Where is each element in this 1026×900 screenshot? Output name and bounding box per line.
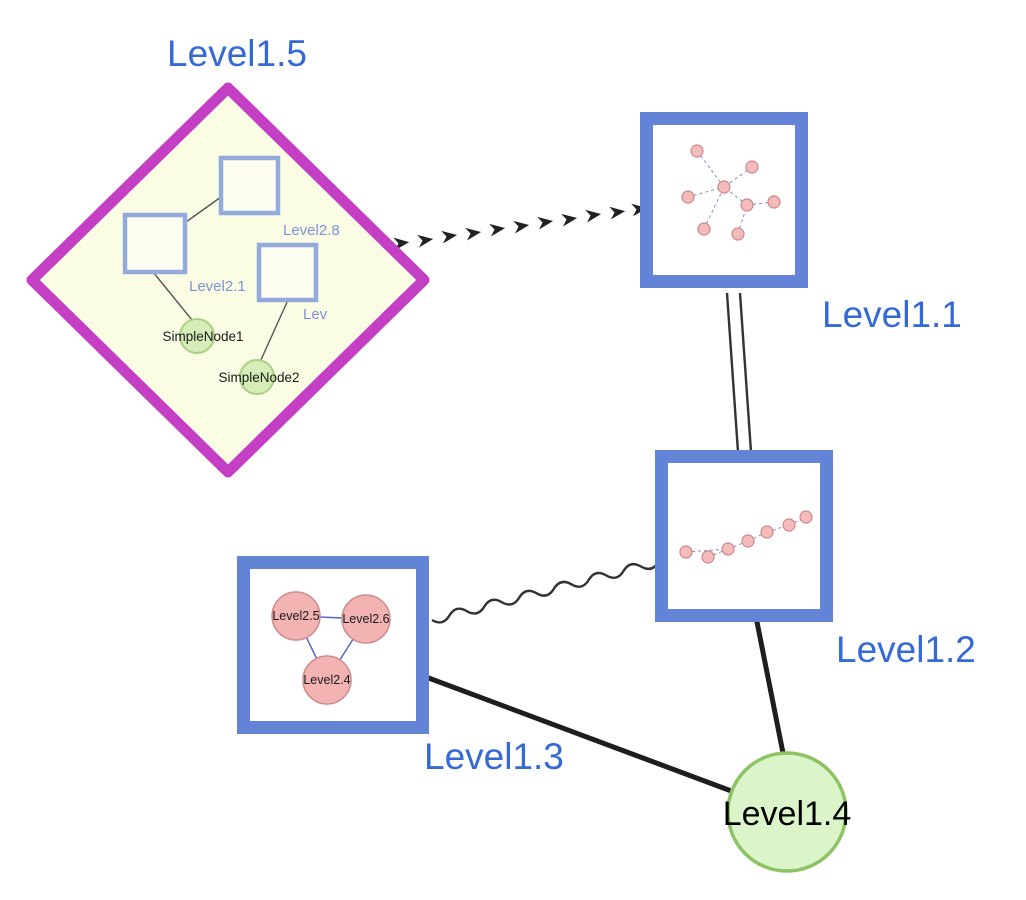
node-level1-4[interactable] (726, 751, 848, 873)
node-level1-2[interactable] (655, 450, 833, 622)
mini-node (767, 195, 781, 209)
node-level2-1[interactable] (122, 212, 188, 275)
mini-node (701, 550, 715, 564)
edge-level11-level12[interactable] (725, 292, 753, 453)
edge-level13-level14[interactable] (423, 674, 737, 795)
diamond-shape[interactable] (26, 82, 430, 478)
node-level1-5-label: Level1.5 (167, 33, 307, 74)
level1-1-mini-nodes[interactable] (681, 144, 781, 241)
mini-node (731, 227, 745, 241)
node-level1-4-label: Level1.4 (723, 795, 852, 833)
mini-node (745, 160, 759, 174)
mini-node (760, 525, 774, 539)
node-simplenode1[interactable] (179, 318, 215, 354)
node-level1-2-label: Level1.2 (836, 629, 976, 670)
node-level2-5[interactable] (271, 591, 321, 641)
node-lev-label: Lev (303, 306, 328, 323)
node-level1-3-label: Level1.3 (424, 736, 564, 777)
node-simplenode2-label: SimpleNode2 (218, 370, 299, 385)
mini-node (717, 180, 731, 194)
edge-level13-level12[interactable] (431, 561, 660, 624)
mini-node (740, 198, 754, 212)
node-level2-1-label: Level2.1 (189, 278, 246, 295)
node-level2-4-label: Level2.4 (303, 673, 350, 687)
node-simplenode1-label: SimpleNode1 (162, 329, 243, 344)
node-level1-1[interactable] (640, 112, 808, 288)
node-level2-6[interactable] (341, 594, 391, 644)
mini-node (782, 518, 796, 532)
node-level1-1-label: Level1.1 (822, 294, 962, 335)
mini-node (721, 542, 735, 556)
node-level2-5-label: Level2.5 (272, 609, 319, 623)
node-level1-5[interactable]: Level2.8 Level2.1 Lev SimpleNode1 Simple… (26, 82, 430, 478)
edge-level12-level14[interactable] (754, 619, 786, 756)
mini-node (690, 144, 704, 158)
node-level2-8[interactable] (218, 155, 281, 216)
mini-node (741, 534, 755, 548)
node-level2-6-label: Level2.6 (342, 612, 389, 626)
level1-5-inner-edges (152, 196, 289, 363)
mini-node (679, 545, 693, 559)
mini-node (697, 222, 711, 236)
node-lev[interactable] (256, 242, 319, 303)
mini-node (681, 190, 695, 204)
node-simplenode2[interactable] (239, 359, 275, 395)
level1-1-frame[interactable] (640, 112, 808, 288)
level1-2-mini-nodes[interactable] (679, 510, 813, 564)
node-level2-8-label: Level2.8 (283, 222, 340, 239)
edge-level15-level11[interactable] (393, 203, 648, 251)
node-level2-4[interactable] (302, 655, 352, 705)
node-level1-3[interactable]: Level2.5 Level2.6 Level2.4 (237, 556, 429, 734)
mini-node (799, 510, 813, 524)
